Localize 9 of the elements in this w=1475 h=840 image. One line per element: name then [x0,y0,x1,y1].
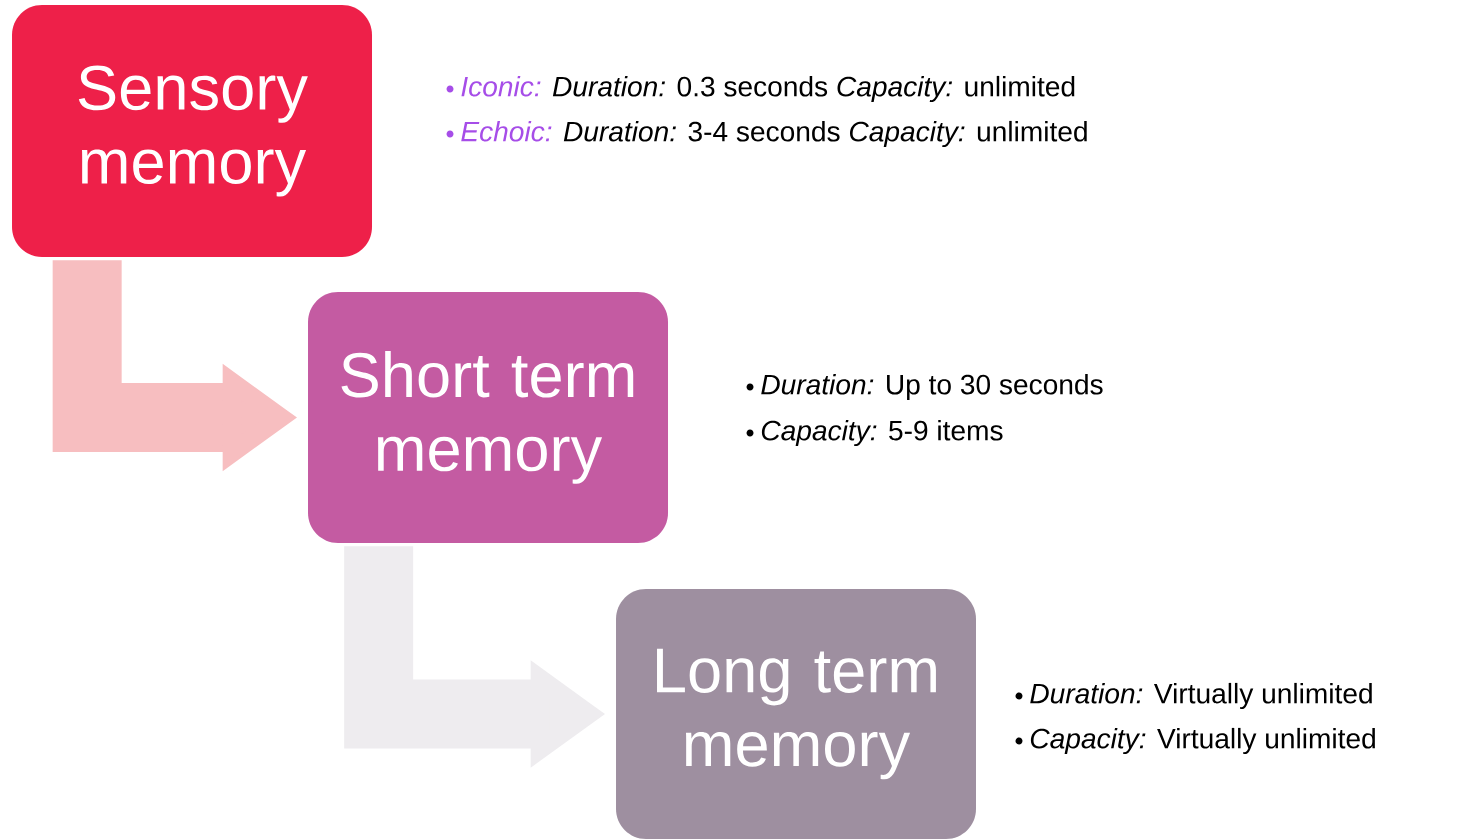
memory-box: Short term memory [308,292,668,543]
bullet-text: Duration: Virtually unlimited [1030,682,1372,710]
bullet-text: Duration: Up to 30 seconds [761,373,1103,401]
memory-box: Long term memory [616,589,976,839]
bullet-text: Capacity: Virtually unlimited [1030,727,1375,755]
bullet-text: Capacity: 5-9 items [761,419,1003,447]
bullet-text: Echoic: Duration: 3-4 seconds Capacity: unlimited [461,120,1087,148]
bullet-text: Iconic: Duration: 0.3 seconds Capacity: unlimited [461,75,1075,103]
memory-box: Sensory memory [12,5,372,257]
